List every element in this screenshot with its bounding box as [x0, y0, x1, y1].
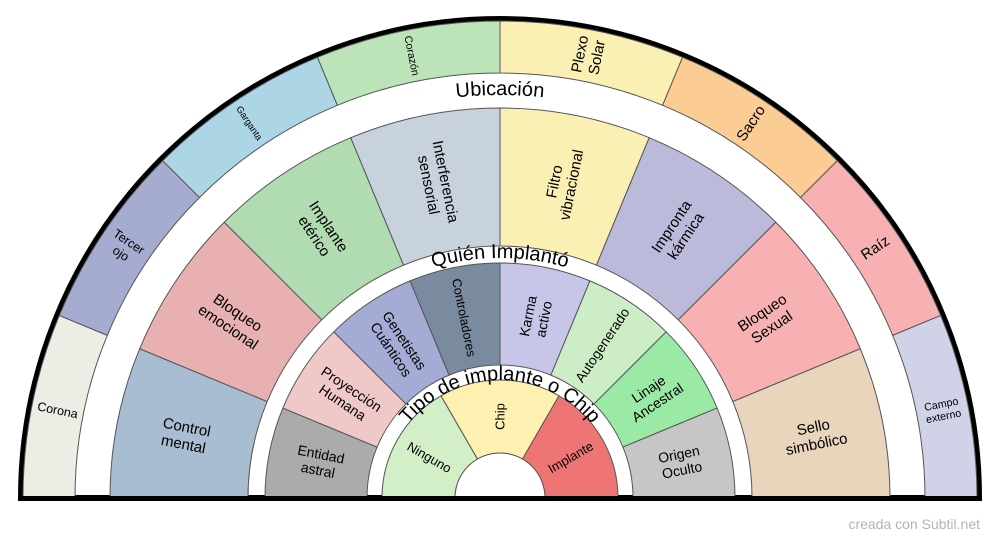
tipo-implante-segment-karma-activo-label: Karmaactivo	[516, 294, 556, 341]
centro-segment-chip-label: Chip	[493, 403, 508, 430]
wheel-sectors	[22, 20, 978, 499]
ubicacion-title: Ubicación	[455, 78, 546, 102]
tipo-implante-segment-entidad-astral-label: Entidadastral	[293, 442, 346, 483]
tipo-implante-segment-origen-oculto-label: OrigenOculto	[657, 442, 704, 482]
center-hole	[454, 452, 546, 499]
ubicacion-segment-plexo-solar-label: PlexoSolar	[568, 34, 609, 77]
credit-text: creada con Subtil.net	[848, 516, 980, 532]
quien-implanto-segment-interferencia-sensorial-label: Interferenciasensorial	[412, 139, 462, 228]
ubicacion-segment-campo-externo-label: Campoexterno	[923, 395, 963, 426]
